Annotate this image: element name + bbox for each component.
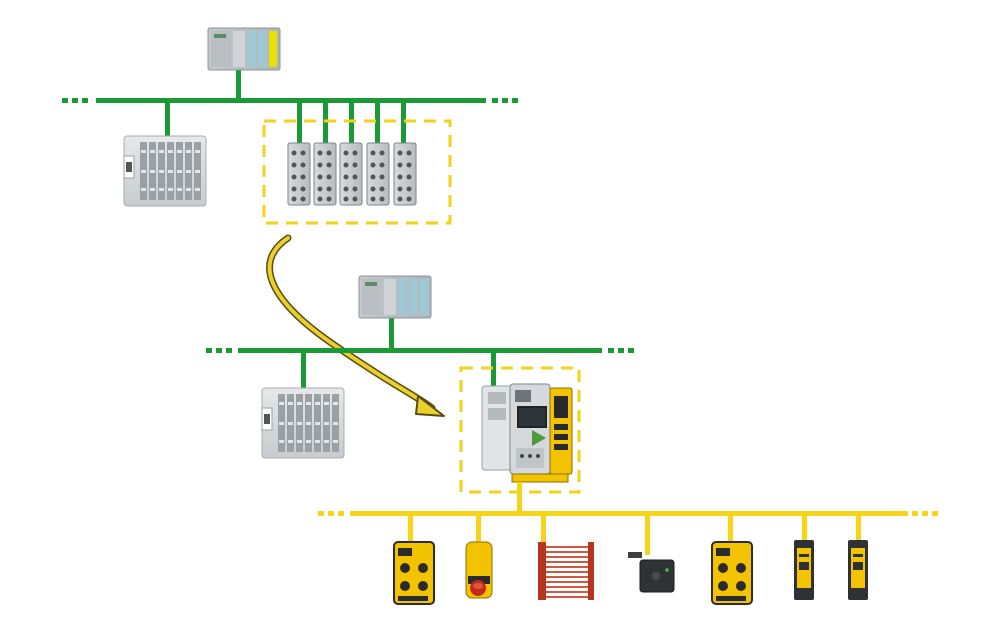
top-ethernet-bus [62,98,518,103]
curved-arrow-icon [266,234,445,417]
bottom-ethernet-network [206,275,634,494]
io-module-icon [313,142,337,206]
asi-bus-drops [408,513,861,555]
io-modules-highlight-box [262,119,452,225]
plc-controller-icon [358,275,432,319]
asi-io-module-icon [711,541,753,605]
safety-door-switch-icon [628,552,675,593]
safety-light-curtain-icon [538,542,594,600]
bottom-ethernet-bus [206,348,634,353]
asi-bus-line [318,511,938,516]
plc-controller-icon [207,27,281,71]
io-module-icon [287,142,311,206]
emergency-stop-button-icon [465,541,493,599]
asi-bus-network [318,482,938,605]
io-module-icon [393,142,417,206]
io-module-group [287,142,417,206]
gateway-asi-drop [517,482,522,514]
remote-io-station-icon [261,387,345,459]
bottom-bus-drops [301,318,496,390]
remote-io-station-icon [123,135,207,207]
asi-io-module-icon [393,541,435,605]
safety-relay-icon [848,540,868,600]
top-ethernet-network [62,27,518,225]
top-bus-drops [165,66,406,144]
io-module-icon [339,142,363,206]
io-module-icon [366,142,390,206]
safety-relay-icon [794,540,814,600]
asi-safety-gateway-icon [481,383,573,483]
